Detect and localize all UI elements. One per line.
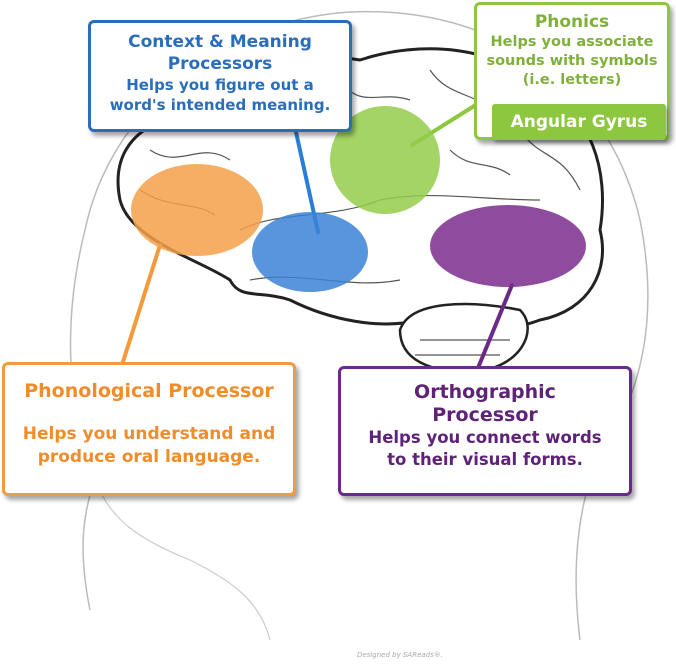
phonological-box: Phonological Processor Helps you underst… [2,362,296,496]
orthographic-desc-1: Helps you connect words [368,428,602,447]
orthographic-region [430,205,586,287]
context-region [252,212,368,292]
phonics-title: Phonics [534,12,610,32]
orthographic-desc-2: to their visual forms. [387,450,583,469]
phonics-region [330,106,440,214]
phonological-title: Phonological Processor [24,380,274,402]
cerebellum [398,302,529,374]
angular-gyrus-label: Angular Gyrus [492,104,666,140]
orthographic-title-2: Processor [432,404,538,426]
context-desc-2: word's intended meaning. [109,96,331,114]
face-outline [94,479,271,641]
orthographic-box: Orthographic Processor Helps you connect… [338,366,632,496]
phonological-region [131,164,263,256]
context-title-1: Context & Meaning [128,32,312,52]
phonological-desc-2: produce oral language. [37,447,261,467]
context-title-2: Processors [167,54,273,74]
phonological-desc-1: Helps you understand and [22,424,276,444]
context-desc-1: Helps you figure out a [126,76,314,94]
orthographic-title-1: Orthographic [414,381,556,403]
credit-footer: Designed by SAReads®. [357,651,443,659]
context-meaning-box: Context & Meaning Processors Helps you f… [88,20,352,132]
phonics-desc-2: sounds with symbols [486,53,658,69]
phonics-desc-1: Helps you associate [490,34,654,50]
phonics-desc-3: (i.e. letters) [522,72,622,88]
